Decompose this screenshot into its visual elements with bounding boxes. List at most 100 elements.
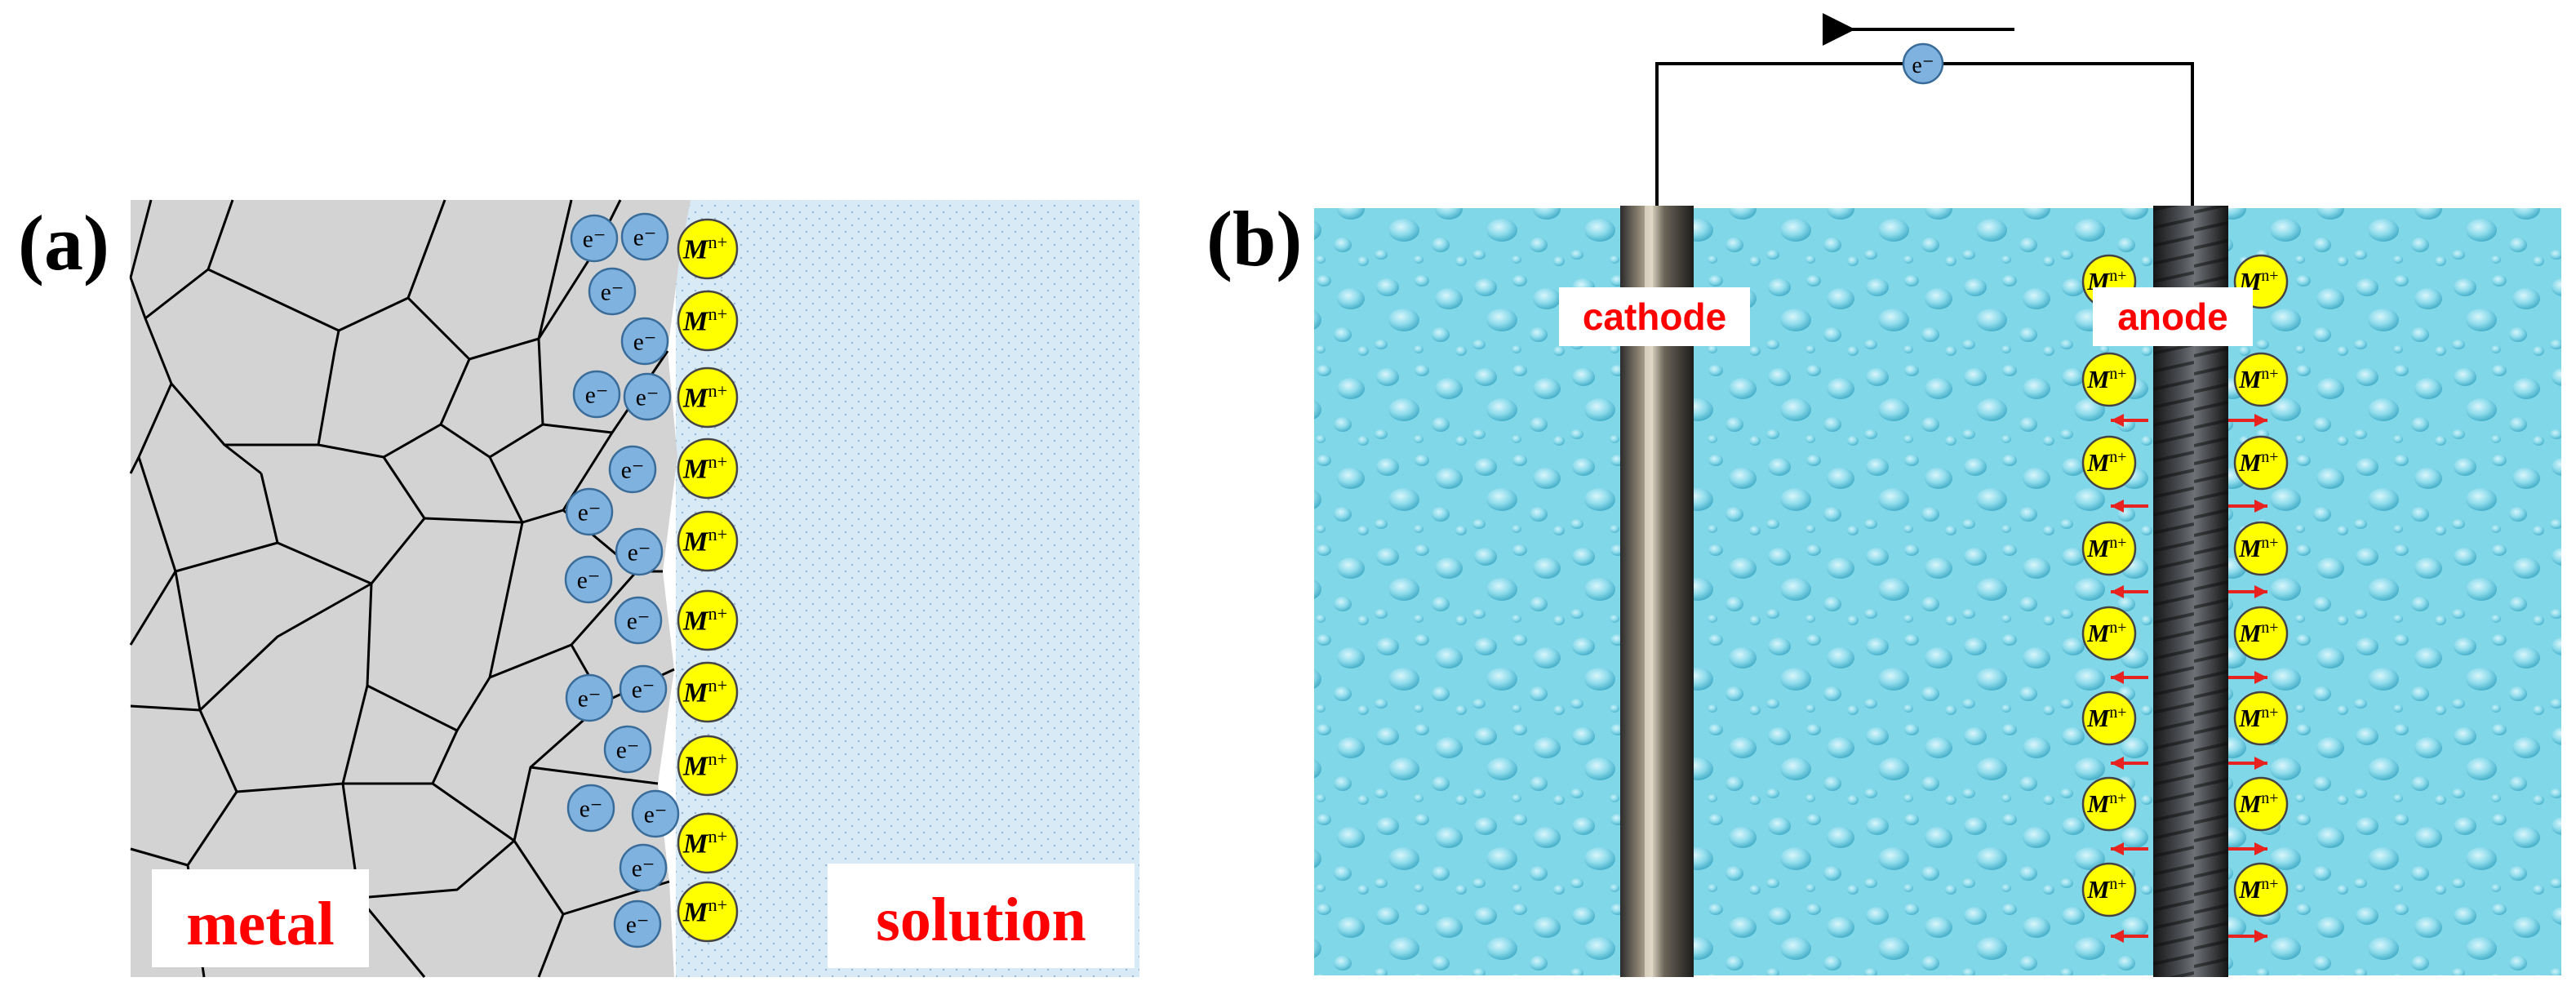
ion-symbol: Mn+ — [2086, 534, 2126, 562]
ion-symbol: Mn+ — [2238, 704, 2278, 732]
migration-arrow — [2228, 585, 2267, 598]
migration-arrow — [2228, 842, 2267, 855]
electron-symbol: e⁻ — [577, 568, 601, 594]
ion-migration-arrows — [2111, 414, 2267, 943]
metal-ion-left: Mn+ — [2081, 352, 2137, 407]
migration-arrow — [2228, 414, 2267, 427]
ion-symbol: Mn+ — [2238, 619, 2278, 647]
metal-ion: Mn+ — [677, 218, 739, 280]
electron-symbol: e⁻ — [644, 802, 668, 828]
ion-symbol: Mn+ — [2238, 448, 2278, 477]
metal-ion-left: Mn+ — [2081, 521, 2137, 576]
electron-symbol: e⁻ — [580, 797, 603, 823]
migration-arrow — [2111, 842, 2148, 855]
metal-ion: Mn+ — [677, 735, 739, 797]
metal-ion: Mn+ — [677, 366, 739, 429]
metal-ion-left: Mn+ — [2081, 606, 2137, 661]
metal-ion-right: Mn+ — [2233, 435, 2289, 491]
ion-symbol: Mn+ — [682, 380, 727, 414]
ion-symbol: Mn+ — [682, 826, 727, 860]
panel-b: e⁻ Mn+Mn+Mn+Mn+Mn+Mn+Mn+Mn+Mn+Mn+Mn+Mn+M… — [1314, 13, 2561, 977]
electron-symbol: e⁻ — [627, 609, 651, 635]
solution-region — [676, 200, 1139, 977]
electron: e⁻ — [570, 214, 619, 263]
migration-arrow — [2111, 757, 2148, 770]
electron: e⁻ — [623, 372, 672, 421]
electron-symbol: e⁻ — [578, 500, 602, 526]
cathode-label: cathode — [1583, 295, 1726, 338]
anode-label-box — [2093, 287, 2253, 346]
ion-symbol: Mn+ — [2086, 789, 2126, 818]
ion-symbol: Mn+ — [2238, 789, 2278, 818]
electron-symbol: e⁻ — [621, 458, 645, 484]
electron: e⁻ — [572, 370, 621, 419]
electron: e⁻ — [565, 673, 614, 722]
panel-b-label: (b) — [1206, 195, 1302, 282]
electron: e⁻ — [619, 843, 668, 892]
metal-ion-right: Mn+ — [2233, 776, 2289, 832]
electron-symbol: e⁻ — [632, 856, 655, 882]
ion-symbol: Mn+ — [682, 451, 727, 485]
metal-ion-left: Mn+ — [2081, 862, 2137, 917]
metal-ion: Mn+ — [677, 661, 739, 723]
electron: e⁻ — [619, 664, 668, 713]
wire-electron: e⁻ — [1902, 42, 1944, 85]
electrons-metal-surface: e⁻e⁻e⁻e⁻e⁻e⁻e⁻e⁻e⁻e⁻e⁻e⁻e⁻e⁻e⁻e⁻e⁻e⁻ — [564, 212, 680, 948]
migration-arrow — [2228, 757, 2267, 770]
metal-ion-right: Mn+ — [2233, 606, 2289, 661]
electron: e⁻ — [608, 445, 657, 494]
electron-symbol: e⁻ — [628, 540, 651, 566]
ion-symbol: Mn+ — [2086, 448, 2126, 477]
metal-label: metal — [186, 890, 334, 958]
metal-region — [131, 200, 691, 977]
migration-arrow — [2111, 671, 2148, 684]
ion-symbol: Mn+ — [2238, 365, 2278, 393]
electron: e⁻ — [615, 527, 664, 576]
ion-symbol: Mn+ — [2086, 875, 2126, 904]
migration-arrow — [2228, 500, 2267, 513]
metal-ion-left: Mn+ — [2081, 776, 2137, 832]
external-wire — [1655, 62, 2194, 208]
metal-ion: Mn+ — [677, 589, 739, 651]
anode-dissolving-ions: Mn+ Mn+ Mn+ Mn+ Mn+ Mn+ Mn+ Mn+ Mn+ Mn+ Mn+ Mn+ Mn+ M… — [2081, 254, 2289, 917]
electron: e⁻ — [588, 267, 637, 316]
ion-symbol: Mn+ — [682, 304, 727, 337]
electron-symbol: e⁻ — [616, 738, 640, 764]
migration-arrow — [2111, 930, 2148, 943]
metal-ion: Mn+ — [677, 812, 739, 874]
migration-arrow — [2228, 671, 2267, 684]
metal-ion: Mn+ — [677, 290, 739, 352]
metal-label-box — [152, 869, 369, 967]
metal-ion: Mn+ — [677, 881, 739, 943]
electron-symbol: e⁻ — [585, 383, 609, 409]
electron: e⁻ — [565, 487, 614, 536]
ion-symbol: Mn+ — [2086, 365, 2126, 393]
solution-label: solution — [876, 886, 1086, 954]
metal-ion-left: Mn+ — [2081, 435, 2137, 491]
cathode-label-box — [1559, 287, 1750, 346]
anode-label: anode — [2117, 295, 2227, 338]
metal-ions-surface: Mn+Mn+Mn+Mn+Mn+Mn+Mn+Mn+Mn+Mn+ — [677, 218, 739, 943]
metal-ion-left: Mn+ — [2081, 691, 2137, 746]
ion-symbol: Mn+ — [682, 603, 727, 637]
ion-symbol: Mn+ — [682, 748, 727, 782]
electron-symbol: e⁻ — [633, 225, 657, 251]
ion-symbol: Mn+ — [682, 232, 727, 265]
ion-symbol: Mn+ — [2238, 875, 2278, 904]
electron-symbol: e⁻ — [578, 686, 602, 713]
metal-ion-right: Mn+ — [2233, 691, 2289, 746]
metal-ion: Mn+ — [677, 438, 739, 500]
metal-ion-right: Mn+ — [2233, 521, 2289, 576]
electron-symbol: e⁻ — [633, 330, 657, 356]
panel-a-label: (a) — [18, 199, 109, 287]
panel-a: e⁻e⁻e⁻e⁻e⁻e⁻e⁻e⁻e⁻e⁻e⁻e⁻e⁻e⁻e⁻e⁻e⁻e⁻ Mn+… — [129, 199, 1139, 978]
electron: e⁻ — [620, 317, 669, 366]
wire-electron-symbol: e⁻ — [1912, 53, 1934, 78]
electron: e⁻ — [603, 725, 652, 774]
electron: e⁻ — [631, 789, 680, 838]
ion-symbol: Mn+ — [2086, 619, 2126, 647]
electron: e⁻ — [620, 212, 669, 261]
migration-arrow — [2111, 414, 2148, 427]
solution-label-box — [828, 864, 1135, 968]
electrolyte-water — [1314, 208, 2561, 975]
